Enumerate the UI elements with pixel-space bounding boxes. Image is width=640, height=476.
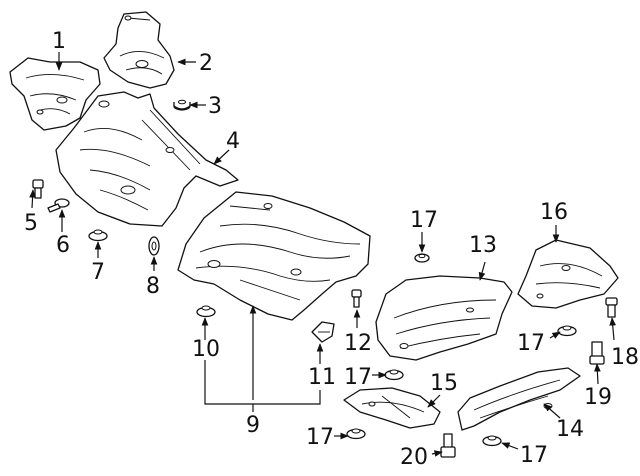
callout-13: 13 — [469, 233, 497, 258]
part-16-heat-shield — [517, 239, 619, 309]
part-10-grommet — [196, 305, 216, 318]
part-17-grommet-d — [557, 325, 577, 337]
callout-17-b: 17 — [344, 365, 372, 390]
callout-4: 4 — [226, 129, 240, 154]
callout-3: 3 — [208, 94, 222, 119]
part-8-washer — [148, 236, 160, 256]
part-6-screw — [47, 198, 70, 213]
part-1-heat-shield — [9, 57, 101, 131]
callout-8: 8 — [146, 274, 160, 299]
callout-2: 2 — [199, 51, 213, 76]
part-9-tunnel-shield — [177, 191, 371, 321]
part-11-bracket — [311, 321, 335, 343]
part-17-grommet-c — [346, 428, 366, 440]
part-19-bolt — [589, 341, 605, 365]
callout-17-e: 17 — [520, 443, 548, 468]
part-18-bolt — [605, 297, 618, 318]
callout-9: 9 — [246, 413, 260, 438]
callout-labels: 1 2 3 4 5 6 7 8 9 10 11 12 13 14 15 16 1… — [24, 29, 639, 470]
part-3-grommet — [173, 99, 191, 111]
part-7-grommet — [88, 229, 108, 242]
callout-14: 14 — [556, 417, 584, 442]
callout-12: 12 — [344, 331, 372, 356]
callout-20: 20 — [400, 445, 428, 470]
leader-lines — [29, 52, 617, 457]
part-17-grommet-e — [482, 435, 502, 447]
callout-18: 18 — [611, 345, 639, 370]
part-2-heat-shield — [103, 11, 175, 89]
callout-11: 11 — [308, 365, 336, 390]
part-20-bolt — [440, 433, 456, 458]
part-13-heat-shield — [375, 275, 513, 361]
callout-17-a: 17 — [410, 208, 438, 233]
callout-15: 15 — [430, 371, 458, 396]
part-17-grommet-b — [384, 369, 404, 381]
callout-7: 7 — [91, 260, 105, 285]
part-5-bolt — [32, 179, 44, 199]
part-17-grommet-a — [414, 253, 430, 263]
callout-17-d: 17 — [517, 331, 545, 356]
callout-16: 16 — [540, 200, 568, 225]
part-15-heat-shield — [343, 387, 441, 429]
callout-6: 6 — [56, 233, 70, 258]
part-12-bolt — [351, 289, 362, 308]
callout-5: 5 — [24, 211, 38, 236]
callout-10: 10 — [192, 337, 220, 362]
callout-19: 19 — [584, 385, 612, 410]
callout-1: 1 — [52, 29, 66, 54]
callout-17-c: 17 — [306, 425, 334, 450]
part-4-heat-shield — [55, 91, 239, 227]
